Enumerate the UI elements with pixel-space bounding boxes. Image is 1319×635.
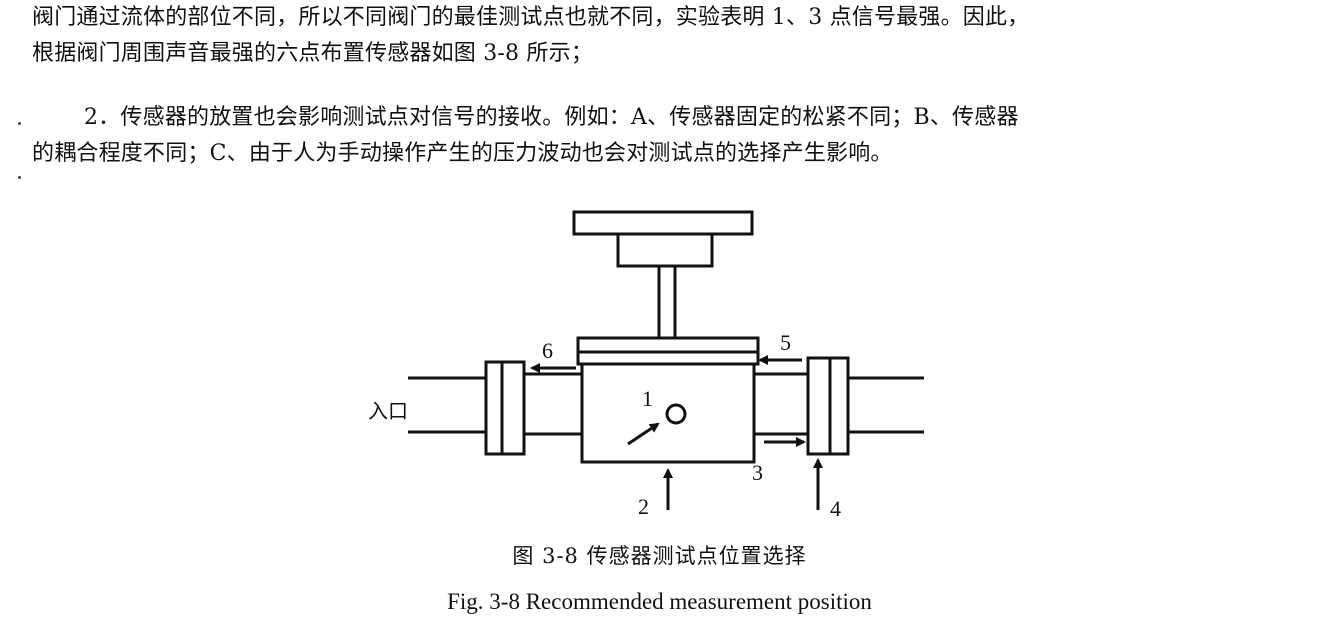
paragraph-1-line-2: 根据阀门周围声音最强的六点布置传感器如图 3-8 所示； bbox=[32, 41, 594, 66]
bonnet-plate bbox=[576, 336, 760, 354]
bonnet-plate-lower bbox=[576, 350, 760, 366]
valve-stem bbox=[657, 264, 677, 340]
point-1-circle bbox=[665, 403, 687, 425]
scan-dot bbox=[18, 176, 21, 179]
left-flange-outer bbox=[484, 360, 504, 456]
handwheel-top bbox=[572, 210, 754, 236]
arrow-1 bbox=[627, 422, 660, 446]
paragraph-1-line-1: 阀门通过流体的部位不同，所以不同阀门的最佳测试点也就不同，实验表明 1、3 点信… bbox=[32, 5, 1030, 30]
valve-sensor-diagram: 入口 1 2 3 4 5 6 bbox=[360, 198, 960, 528]
point-label-1: 1 bbox=[642, 386, 653, 411]
paragraph-2-line-1: 2．传感器的放置也会影响测试点对信号的接收。例如：A、传感器固定的松紧不同；B、… bbox=[32, 100, 1297, 136]
inlet-label: 入口 bbox=[368, 399, 408, 423]
valve-body bbox=[580, 362, 756, 464]
point-label-2: 2 bbox=[638, 494, 649, 519]
paragraph-1: 阀门通过流体的部位不同，所以不同阀门的最佳测试点也就不同，实验表明 1、3 点信… bbox=[32, 0, 1297, 72]
point-label-3: 3 bbox=[752, 460, 763, 485]
point-label-5: 5 bbox=[780, 330, 791, 355]
right-flange-inner bbox=[806, 356, 832, 456]
point-label-4: 4 bbox=[830, 496, 841, 521]
valve-diagram-svg: 入口 1 2 3 4 5 6 bbox=[368, 210, 924, 521]
paragraph-2: 2．传感器的放置也会影响测试点对信号的接收。例如：A、传感器固定的松紧不同；B、… bbox=[32, 100, 1297, 172]
figure-caption-english: Fig. 3-8 Recommended measurement positio… bbox=[447, 589, 872, 614]
scan-dot bbox=[18, 122, 21, 125]
point-label-6: 6 bbox=[542, 338, 553, 363]
left-flange-inner bbox=[500, 360, 526, 456]
figure-caption-chinese: 图 3-8 传感器测试点位置选择 bbox=[512, 544, 807, 568]
right-flange-outer bbox=[828, 356, 850, 456]
paragraph-2-line-2: 的耦合程度不同；C、由于人为手动操作产生的压力波动也会对测试点的选择产生影响。 bbox=[32, 141, 893, 166]
paragraph-2-line-1-text: 2．传感器的放置也会影响测试点对信号的接收。例如：A、传感器固定的松紧不同；B、… bbox=[84, 105, 1019, 130]
actuator-box bbox=[616, 232, 714, 268]
